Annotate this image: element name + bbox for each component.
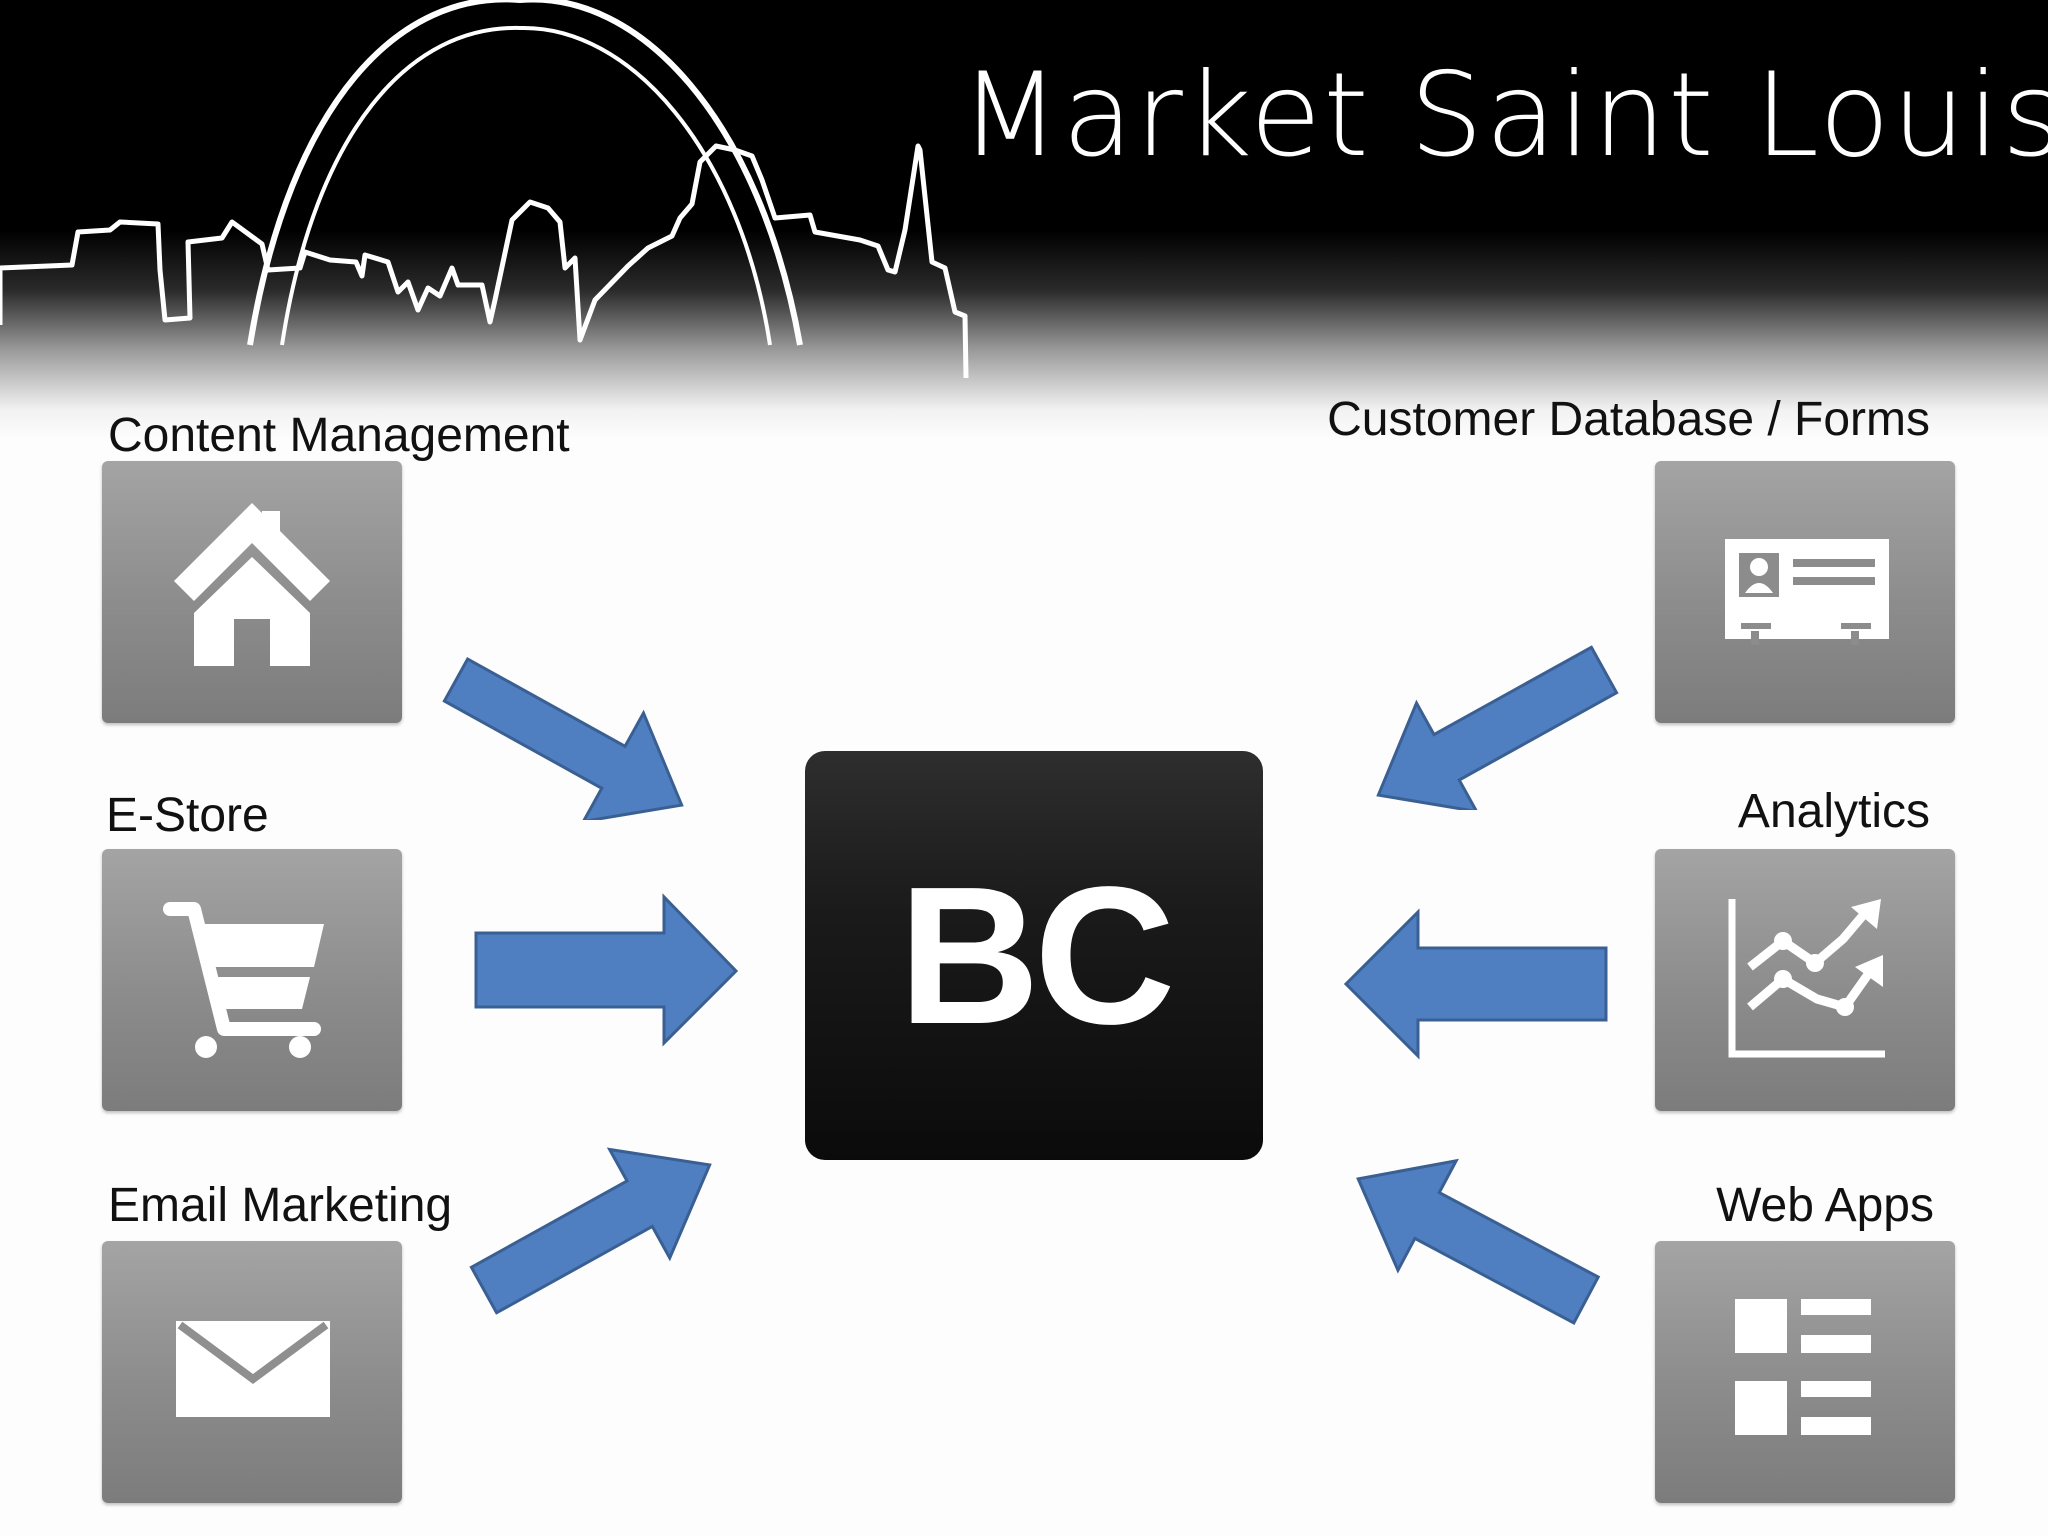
id-card-icon bbox=[1725, 539, 1889, 645]
analytics-label: Analytics bbox=[1737, 785, 1930, 838]
bc-logo-text: BC bbox=[898, 846, 1175, 1065]
arrow-email-marketing-to-bc bbox=[469, 1147, 712, 1315]
web-apps-tile bbox=[1655, 1241, 1955, 1503]
envelope-icon bbox=[176, 1321, 330, 1417]
e-store-label: E-Store bbox=[106, 789, 269, 842]
analytics-tile bbox=[1655, 849, 1955, 1111]
customer-database-tile bbox=[1655, 461, 1955, 723]
shopping-cart-icon bbox=[163, 902, 324, 1058]
customer-database-label: Customer Database / Forms bbox=[1327, 393, 1930, 446]
arrow-customer-database-to-bc bbox=[1376, 645, 1619, 810]
line-chart-icon bbox=[1728, 899, 1885, 1058]
house-icon bbox=[174, 503, 330, 666]
app-list-icon bbox=[1735, 1299, 1871, 1435]
arrow-e-store-to-bc bbox=[474, 893, 739, 1047]
email-marketing-tile bbox=[102, 1241, 402, 1503]
e-store-tile bbox=[102, 849, 402, 1111]
bc-logo-box: BC bbox=[805, 751, 1263, 1160]
content-management-label: Content Management bbox=[108, 409, 570, 462]
arrow-content-management-to-bc bbox=[442, 656, 684, 820]
email-marketing-label: Email Marketing bbox=[108, 1179, 453, 1232]
arrow-web-apps-to-bc bbox=[1356, 1158, 1601, 1325]
arrow-analytics-to-bc bbox=[1343, 908, 1608, 1060]
skyline-arch-graphic bbox=[0, 0, 969, 379]
content-management-tile bbox=[102, 461, 402, 723]
brand-title: Market Saint Louis bbox=[960, 48, 2048, 183]
header-banner: Market Saint Louis bbox=[0, 0, 2048, 440]
web-apps-label: Web Apps bbox=[1716, 1179, 1934, 1232]
